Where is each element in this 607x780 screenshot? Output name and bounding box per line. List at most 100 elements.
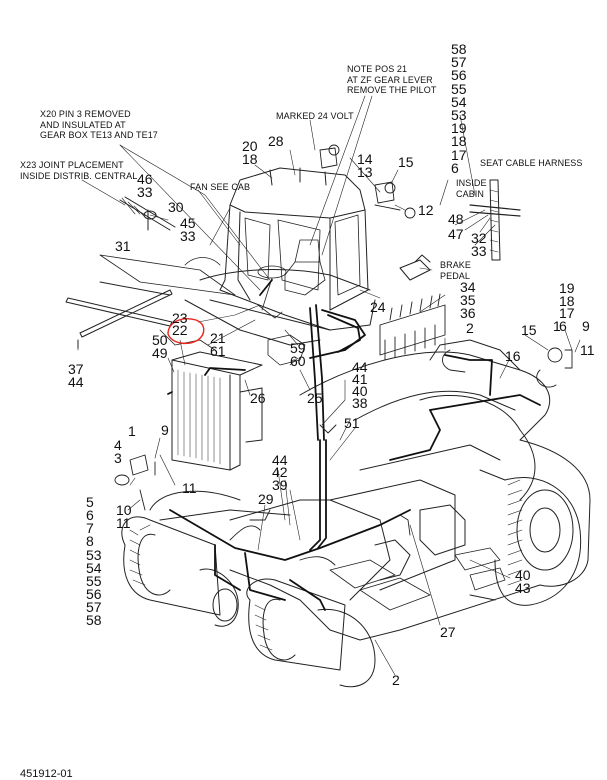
- callout-1: 1: [128, 423, 136, 439]
- drive-shaft: [119, 196, 176, 231]
- relay-bank: [379, 293, 446, 361]
- callout-38: 38: [352, 395, 368, 411]
- callout-36: 36: [460, 305, 476, 321]
- callout-6: 6: [559, 317, 567, 334]
- note-x23-joint: X23 JOINT PLACEMENT INSIDE DISTRIB. CENT…: [20, 160, 138, 181]
- highlight-circle: [167, 318, 205, 345]
- callout-56: 56: [451, 67, 467, 84]
- callout-28: 28: [268, 133, 284, 149]
- callout-49: 49: [152, 345, 168, 361]
- front-wheels: [121, 516, 376, 688]
- note-seat-cable: SEAT CABLE HARNESS: [480, 158, 583, 168]
- callout-15-b: 15: [521, 322, 537, 338]
- callout-21: 21: [210, 330, 226, 346]
- left-switches: [114, 454, 156, 511]
- callout-20: 20: [242, 138, 258, 154]
- callout-18: 18: [451, 133, 467, 150]
- callout-59: 59: [290, 340, 306, 356]
- callout-11-c: 11: [116, 515, 131, 531]
- dashboard-panel: [99, 254, 306, 366]
- callout-40-a: 40: [352, 383, 368, 399]
- callout-11-a: 11: [182, 480, 197, 496]
- callout-34: 34: [460, 279, 476, 295]
- callout-29: 29: [258, 491, 274, 507]
- cab-connectors: [319, 144, 416, 219]
- callout-33-b: 33: [180, 228, 196, 244]
- note-zf-gear-lever: NOTE POS 21 AT ZF GEAR LEVER REMOVE THE …: [347, 64, 437, 95]
- callout-27: 27: [440, 624, 456, 640]
- callout-46: 46: [137, 171, 153, 187]
- callout-44-b: 44: [352, 359, 368, 375]
- callout-9-b: 9: [582, 318, 590, 334]
- callout-32: 32: [471, 230, 487, 246]
- callout-40-b: 40: [515, 567, 531, 583]
- callout-23: 23: [172, 310, 188, 326]
- callout-8: 8: [86, 533, 94, 549]
- callout-2-a: 2: [466, 320, 474, 336]
- callout-18: 18: [242, 151, 258, 167]
- callout-41: 41: [352, 371, 368, 387]
- callout-7: 7: [86, 520, 94, 536]
- callout-54: 54: [451, 93, 467, 110]
- drawing-number: 451912-01: [20, 768, 73, 780]
- callout-6: 6: [451, 159, 459, 176]
- callout-30: 30: [168, 199, 184, 215]
- callout-19: 19: [451, 120, 467, 137]
- callout-6: 6: [86, 507, 94, 523]
- callout-16: 16: [505, 348, 521, 364]
- note-inside-cabin: INSIDE CABIN: [456, 178, 487, 199]
- callout-43: 43: [515, 580, 531, 596]
- callout-45: 45: [180, 215, 196, 231]
- callout-22: 22: [172, 322, 188, 338]
- callout-11-b: 11: [580, 342, 595, 358]
- callout-55: 55: [451, 80, 467, 97]
- note-brake-pedal: BRAKE PEDAL: [440, 260, 472, 281]
- callout-1-b: 1: [553, 318, 561, 334]
- distribution-box: [171, 351, 263, 471]
- callout-57: 57: [86, 599, 102, 615]
- callout-54: 54: [86, 560, 102, 576]
- callout-35: 35: [460, 292, 476, 308]
- right-clamps: [442, 347, 573, 388]
- callout-50: 50: [152, 332, 168, 348]
- callout-57: 57: [451, 54, 467, 71]
- vehicle-body: [149, 339, 591, 641]
- callout-58: 58: [86, 612, 102, 628]
- callout-26: 26: [250, 390, 266, 406]
- callout-44-a: 44: [68, 374, 84, 390]
- callout-14: 14: [357, 151, 373, 167]
- callout-12: 12: [418, 202, 434, 218]
- seat-cable: [469, 179, 521, 261]
- callout-24: 24: [370, 299, 386, 315]
- callout-37: 37: [68, 361, 84, 377]
- note-marked-24v: MARKED 24 VOLT: [276, 111, 354, 121]
- callout-31: 31: [115, 238, 131, 254]
- callout-56: 56: [86, 586, 102, 602]
- callout-4: 4: [114, 437, 122, 453]
- callout-39: 39: [272, 477, 288, 493]
- note-fan-see-cab: FAN SEE CAB: [190, 182, 251, 192]
- callout-53: 53: [86, 547, 102, 563]
- callout-9: 9: [161, 422, 169, 438]
- callout-13: 13: [357, 164, 373, 180]
- brake-pedal: [399, 254, 431, 281]
- callout-10: 10: [116, 502, 132, 518]
- callout-42: 42: [272, 464, 288, 480]
- callout-33-a: 33: [137, 184, 153, 200]
- wire-harness-thin: [229, 424, 411, 566]
- callout-2-b: 2: [392, 672, 400, 688]
- callout-53: 53: [451, 107, 467, 123]
- callout-17: 17: [559, 305, 575, 322]
- cab-structure: [184, 167, 376, 346]
- rear-wheel-right: [469, 469, 582, 606]
- callout-33-c: 33: [471, 243, 487, 259]
- callout-61: 61: [210, 343, 226, 359]
- callout-5: 5: [86, 494, 94, 510]
- wire-harness: [167, 279, 541, 611]
- callout-51: 51: [344, 415, 360, 431]
- callout-44-c: 44: [272, 452, 288, 468]
- callout-58: 58: [451, 41, 467, 57]
- leader-lines: [77, 95, 581, 676]
